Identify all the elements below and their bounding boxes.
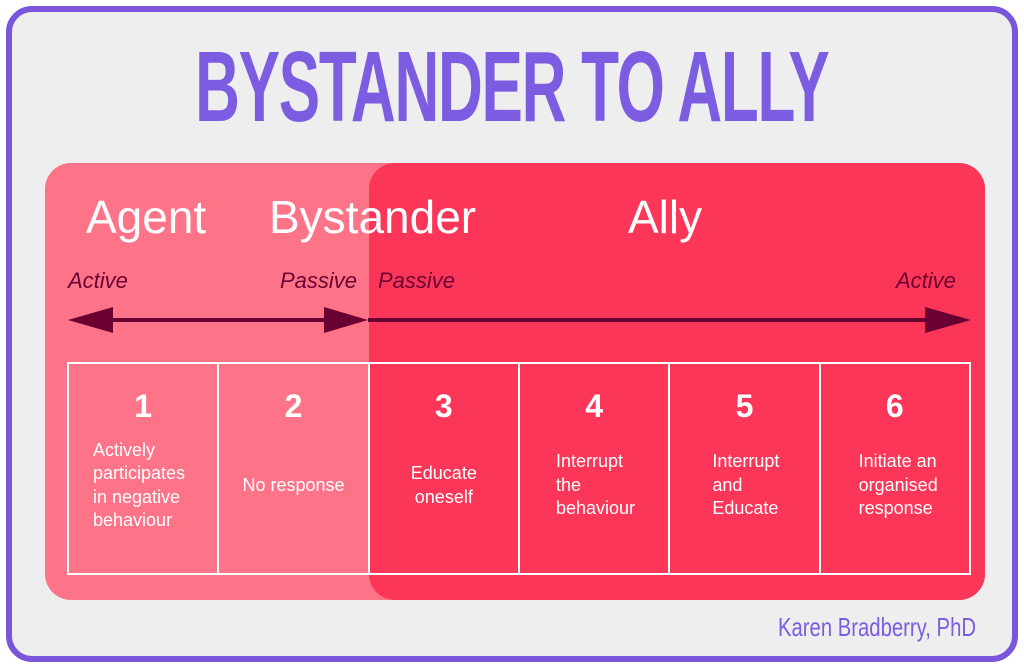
step-number: 6 <box>885 388 904 424</box>
right-arrow <box>368 307 971 333</box>
title-text: BYSTANDER TO ALLY <box>195 31 830 143</box>
step-number: 2 <box>284 388 303 424</box>
step-text: Initiate an organised response <box>858 451 938 519</box>
step-number: 4 <box>585 388 604 424</box>
page-title: BYSTANDER TO ALLY <box>0 30 1024 145</box>
label-active-right: Active <box>896 268 956 293</box>
step-text: Interrupt and Educate <box>712 451 780 519</box>
step-text: Educate oneself <box>410 463 477 507</box>
zone-label-ally: Ally <box>628 191 703 243</box>
zone-label-agent: Agent <box>86 191 207 243</box>
step-text: No response <box>242 474 345 495</box>
label-passive-right: Passive <box>378 268 456 293</box>
label-passive-left: Passive <box>280 268 358 293</box>
step-number: 3 <box>434 388 453 424</box>
ally-zone <box>369 163 985 600</box>
double-arrow <box>68 307 368 333</box>
step-number: 1 <box>134 388 153 424</box>
step-cell: 2 No response <box>219 364 370 573</box>
step-text: Actively participates in negative behavi… <box>93 439 186 531</box>
author-text: Karen Bradberry, PhD <box>778 612 977 642</box>
step-number: 5 <box>735 388 754 424</box>
zone-label-bystander: Bystander <box>269 191 477 243</box>
step-text: Interrupt the behaviour <box>555 451 636 519</box>
author-credit: Karen Bradberry, PhD <box>778 612 1024 643</box>
label-active-left: Active <box>68 268 128 293</box>
